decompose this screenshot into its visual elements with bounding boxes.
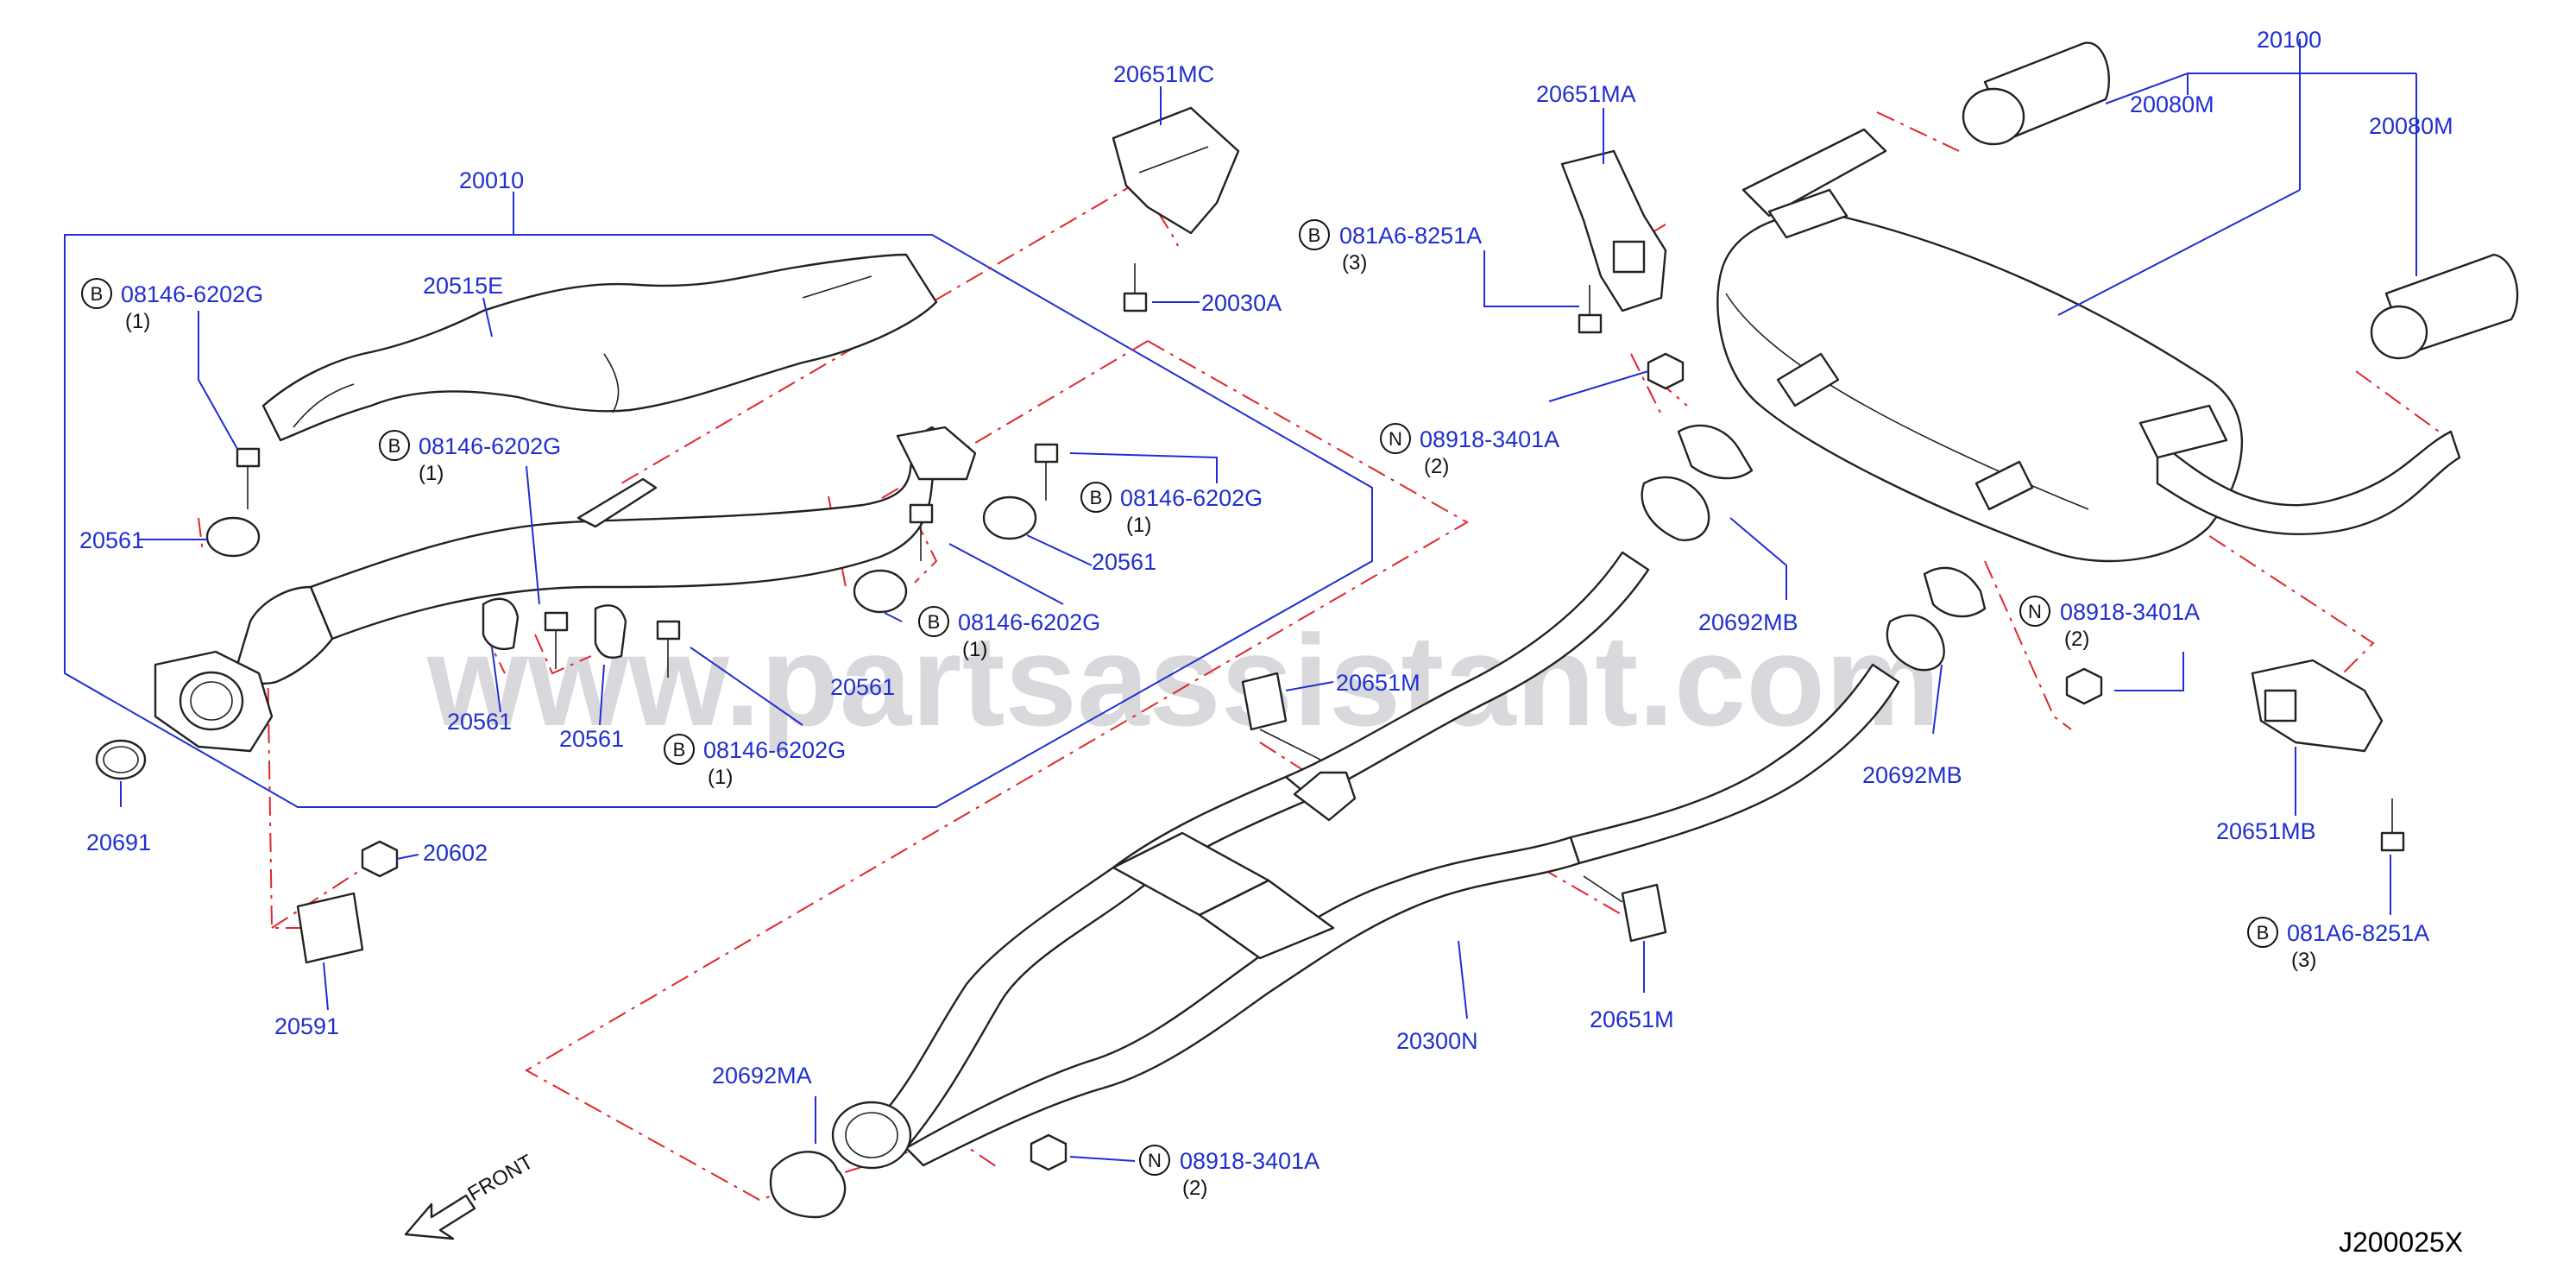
label-20691: 20691 xyxy=(86,830,151,855)
label-20300N: 20300N xyxy=(1396,1028,1478,1054)
fastener-f8-qty: (2) xyxy=(2064,628,2089,651)
fastener-f2-code: 08146-6202G xyxy=(419,433,561,459)
fastener-f8-prefix: N xyxy=(2028,601,2042,622)
fastener-f1-code: 08146-6202G xyxy=(121,281,263,307)
fastener-f6-qty: (3) xyxy=(1342,251,1367,274)
label-20080M-b: 20080M xyxy=(2369,113,2453,139)
fastener-f6-prefix: B xyxy=(1308,224,1321,246)
label-20692MB-a: 20692MB xyxy=(1698,609,1798,635)
label-20561-e: 20561 xyxy=(559,726,624,752)
front-label: FRONT xyxy=(464,1150,538,1206)
front-arrow: FRONT xyxy=(404,1150,538,1240)
label-20692MB-b: 20692MB xyxy=(1862,762,1962,788)
label-20651MB: 20651MB xyxy=(2216,818,2316,844)
label-20561-c: 20561 xyxy=(830,674,895,700)
part-labels: 20010 20515E 20651MC 20030A 20651MA 2010… xyxy=(79,27,2453,1089)
label-20651MA: 20651MA xyxy=(1536,81,1636,107)
bracket-ma xyxy=(1560,149,1667,312)
fastener-f5-prefix: B xyxy=(673,739,686,760)
label-20692MA: 20692MA xyxy=(712,1063,812,1089)
cover-plate xyxy=(296,892,364,964)
fastener-callouts: B 08146-6202G (1) B 08146-6202G (1) B 08… xyxy=(81,219,2429,1200)
label-20010: 20010 xyxy=(459,167,524,193)
fastener-f2-qty: (1) xyxy=(419,462,444,485)
fastener-f3-code: 08146-6202G xyxy=(1120,485,1263,511)
label-20561-a: 20561 xyxy=(79,527,144,553)
nuts xyxy=(361,352,2103,1171)
fastener-f10-prefix: B xyxy=(2257,922,2270,943)
tail-tips xyxy=(1962,41,2519,360)
fastener-f7-qty: (2) xyxy=(1424,455,1449,478)
label-20651MC: 20651MC xyxy=(1113,61,1214,87)
label-20651M-a: 20651M xyxy=(1336,670,1420,696)
label-20515E: 20515E xyxy=(423,273,503,299)
fastener-f7-prefix: N xyxy=(1389,428,1402,450)
fastener-f5-qty: (1) xyxy=(708,766,733,789)
fastener-f3-qty: (1) xyxy=(1126,514,1151,537)
bracket-mc xyxy=(1112,106,1240,235)
label-20561-b: 20561 xyxy=(1092,549,1156,575)
heat-shield xyxy=(261,253,938,442)
fastener-f10-code: 081A6-8251A xyxy=(2287,920,2429,946)
center-pipe xyxy=(831,551,1900,1170)
fastener-f10-qty: (3) xyxy=(2291,949,2316,972)
rubber-hangers xyxy=(1241,672,1667,943)
fastener-f8-code: 08918-3401A xyxy=(2060,599,2200,625)
front-pipe xyxy=(154,426,977,753)
label-20561-d: 20561 xyxy=(447,709,512,735)
fastener-f9-prefix: N xyxy=(1148,1150,1162,1171)
fastener-f4-prefix: B xyxy=(928,611,941,633)
label-20030A: 20030A xyxy=(1201,290,1282,316)
diagram-code: J200025X xyxy=(2339,1227,2463,1258)
label-20602: 20602 xyxy=(423,840,488,866)
muffler xyxy=(1716,128,2461,563)
leader-lines xyxy=(120,39,2417,1162)
bracket-mb xyxy=(2251,659,2384,753)
fastener-f4-code: 08146-6202G xyxy=(958,609,1100,635)
fastener-f7-code: 08918-3401A xyxy=(1420,426,1559,452)
label-20080M-a: 20080M xyxy=(2130,92,2214,117)
label-20591: 20591 xyxy=(274,1013,339,1039)
fastener-f6-code: 081A6-8251A xyxy=(1339,223,1482,249)
fastener-f4-qty: (1) xyxy=(962,638,987,661)
fastener-f9-code: 08918-3401A xyxy=(1180,1148,1319,1174)
fastener-f9-qty: (2) xyxy=(1182,1177,1207,1200)
front-pipe-assembly-box xyxy=(64,234,1373,808)
fastener-f5-code: 08146-6202G xyxy=(703,737,846,763)
bolts xyxy=(236,263,2405,852)
fastener-f2-prefix: B xyxy=(388,435,401,457)
fastener-f1-prefix: B xyxy=(91,283,104,305)
fastener-f3-prefix: B xyxy=(1090,487,1103,508)
label-20100: 20100 xyxy=(2257,27,2321,53)
clamp-parts xyxy=(205,495,1037,659)
fastener-f1-qty: (1) xyxy=(125,310,150,333)
label-20651M-b: 20651M xyxy=(1590,1006,1674,1032)
gaskets xyxy=(770,424,1987,1219)
